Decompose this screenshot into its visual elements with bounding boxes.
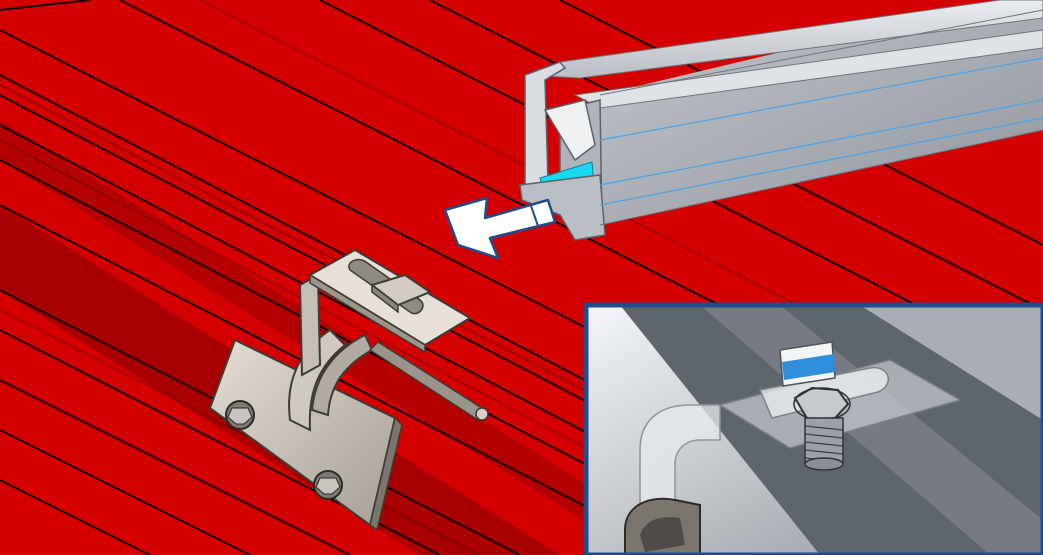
screw-lower [313, 470, 343, 500]
bracket-vertical-support [298, 273, 322, 377]
arrow-tail-mark [529, 202, 539, 227]
inset-bolt-blue-band [782, 354, 835, 380]
bracket-rod-tip [475, 407, 489, 421]
inset-threaded-stud [804, 417, 844, 465]
slide-direction-arrow [443, 196, 557, 260]
inset-hook-slot [640, 517, 685, 552]
roof-hook-bracket [208, 248, 489, 532]
roof-rib-shade [0, 120, 700, 555]
bracket-base-edge [369, 416, 403, 532]
bracket-hook-arm [288, 328, 347, 432]
bracket-top-plate-edge [309, 273, 426, 354]
bracket-t-bolt-side [371, 283, 399, 314]
rail-v-groove [543, 99, 596, 162]
bracket-hook-arm-rear [310, 333, 374, 417]
arrow-body [443, 196, 557, 260]
inset-border [583, 302, 1043, 555]
aluminum-mounting-rail [519, 0, 1043, 241]
screw-upper [225, 400, 255, 430]
detail-inset-bolt [583, 302, 1043, 555]
inset-stud-end [804, 457, 844, 471]
rail-edge-lines [599, 9, 1043, 226]
rail-guide-lines [599, 57, 1043, 206]
inset-rail-side [860, 305, 1043, 420]
rail-bottom-foot [519, 174, 606, 241]
